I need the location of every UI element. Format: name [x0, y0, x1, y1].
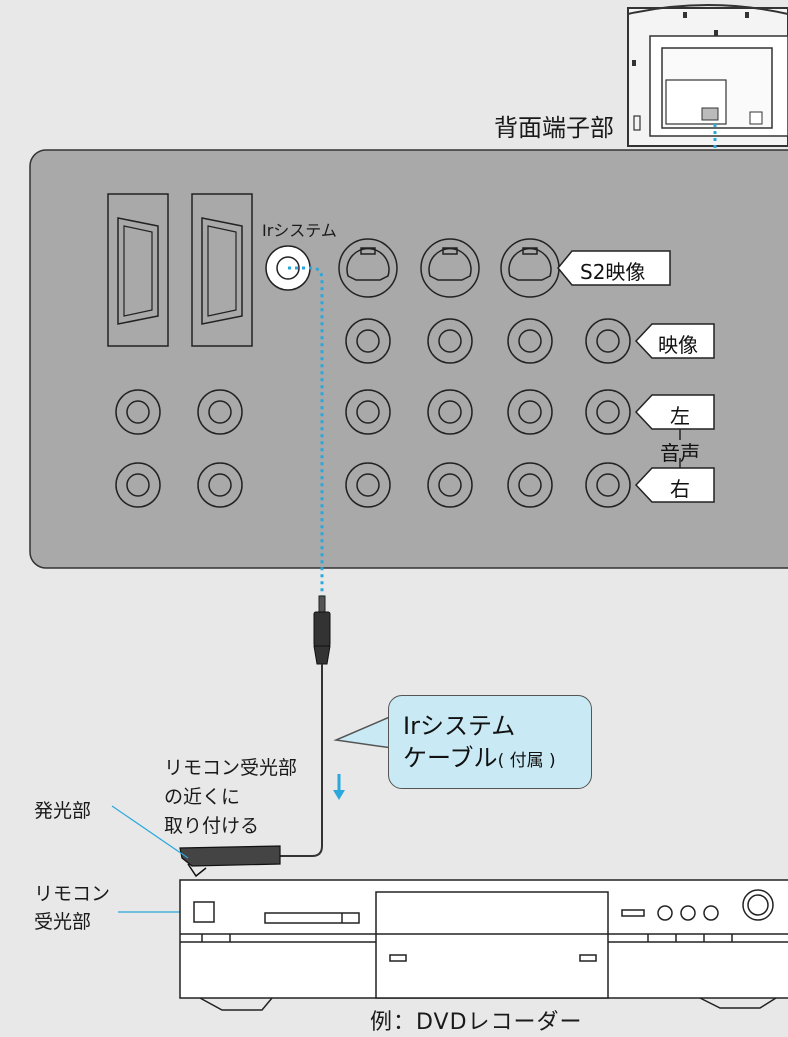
video-tag — [634, 323, 715, 359]
cable-plug — [313, 595, 331, 665]
attach-line1: リモコン受光部 — [164, 757, 298, 779]
d-terminal-1 — [107, 193, 169, 347]
terminal-panel — [29, 149, 788, 569]
ir-cable — [280, 664, 323, 857]
cable-name-line1: Irシステム — [403, 712, 516, 740]
emitter-label: 発光部 — [34, 800, 92, 822]
receiver-line1: リモコン — [34, 883, 111, 905]
cable-name-line2: ケーブル — [403, 744, 498, 772]
s2-video-tag — [557, 250, 671, 286]
audio-right-tag — [634, 467, 715, 503]
audio-label: 音声 — [660, 441, 700, 465]
attach-line2: の近くに — [164, 786, 241, 808]
attach-instruction: リモコン受光部 の近くに 取り付ける — [164, 754, 297, 841]
cable-included-note: ( 付属 ) — [497, 751, 556, 771]
dvd-recorder — [179, 879, 788, 1011]
d-terminal-2 — [191, 193, 253, 347]
audio-left-tag — [634, 394, 715, 430]
rear-terminal-label: 背面端子部 — [494, 114, 614, 142]
audio-right-label: 右 — [670, 477, 690, 501]
receiver-label: リモコン 受光部 — [34, 880, 110, 936]
ir-system-label: Irシステム — [262, 221, 337, 240]
emitter-leader-line — [111, 805, 189, 859]
down-arrow-icon — [333, 774, 345, 800]
example-caption: 例：DVDレコーダー — [370, 1010, 583, 1035]
callout-tail — [333, 715, 393, 749]
ir-emitter — [179, 845, 281, 878]
cable-callout: Irシステム ケーブル( 付属 ) — [388, 695, 592, 789]
video-label: 映像 — [658, 333, 698, 357]
audio-right-jacks-row — [115, 462, 631, 508]
audio-left-label: 左 — [670, 404, 690, 428]
s2-video-jack-2 — [420, 238, 480, 298]
s2-video-label: S2映像 — [580, 260, 646, 284]
video-jacks-row — [345, 318, 631, 364]
audio-left-jacks-row — [115, 389, 631, 435]
receiver-line2: 受光部 — [34, 911, 92, 933]
tv-rear-thumbnail — [627, 4, 788, 147]
attach-line3: 取り付ける — [164, 815, 260, 837]
s2-video-jack-1 — [338, 238, 398, 298]
